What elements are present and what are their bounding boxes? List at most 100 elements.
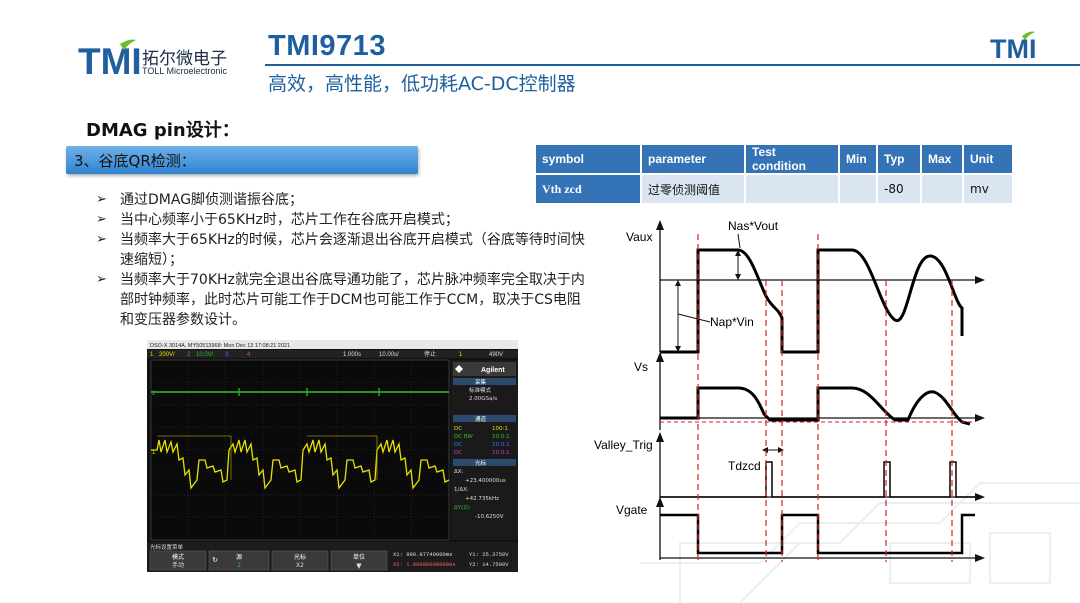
waveform-vs: [660, 386, 971, 426]
logo-mark-text: TMI: [78, 41, 140, 78]
bullet-item: ➢ 当中心频率小于65KHz时，芯片工作在谷底开启模式；: [96, 210, 586, 230]
scope-delta-y-value: -10.6250V: [475, 514, 504, 520]
scope-time-pos: 1.000s: [343, 352, 361, 358]
scope-trig-ch: 1: [459, 352, 463, 358]
scope-ch2-coupling: DC BW: [454, 434, 473, 440]
scope-acq-rate: 2.00GSa/s: [469, 396, 497, 402]
scope-readout-x1: X1: 999.97740000ms: [393, 551, 452, 558]
bullet-arrow-icon: ➢: [96, 212, 107, 227]
softkey-source-label: 源: [236, 553, 242, 561]
label-tdzcd: Tdzcd: [728, 459, 761, 473]
softkey-units[interactable]: [330, 550, 388, 571]
label-nas-vout: Nas*Vout: [728, 219, 779, 233]
softkey-units-label: 单位: [353, 553, 365, 561]
bullet-text: 当频率大于65KHz的时候，芯片会逐渐退出谷底开启模式（谷底等待时间快速缩短）；: [120, 232, 585, 268]
softkey-source-value: 2: [237, 562, 241, 569]
background-circuit-pattern: [640, 482, 1080, 603]
page-subtitle: 高效，高性能，低功耗AC-DC控制器: [268, 73, 576, 95]
bullet-arrow-icon: ➢: [96, 232, 107, 247]
table-header-cell: symbol: [534, 143, 642, 175]
scope-ch3-num: 3: [225, 352, 229, 358]
oscilloscope-screenshot: DSO-X 3014A, MY50513968: Mon Dec 13 17:0…: [147, 340, 518, 572]
corner-logo-text: TMI: [990, 34, 1036, 62]
softkey-mode-value: 手动: [172, 561, 184, 569]
waveform-valley-trig: [660, 461, 975, 498]
table-header-cell: Typ: [876, 143, 922, 175]
softkey-units-arrow-icon: ▼: [356, 562, 362, 570]
scope-ch4-probe: 10.0:1: [492, 450, 510, 456]
table-header-cell: Min: [838, 143, 878, 175]
table-header-row: symbol parameter Test condition Min Typ …: [534, 143, 1014, 175]
scope-acq-title: 采集: [475, 378, 487, 386]
bullet-arrow-icon: ➢: [96, 272, 107, 287]
scope-readout-y2: Y2: 14.7500V: [469, 561, 509, 568]
scope-inv-delta-x-value: +42.735kHz: [465, 496, 499, 502]
scope-delta-x-value: +23.400000us: [465, 478, 506, 484]
rotate-knob-icon: ↻: [212, 556, 218, 564]
scope-run-state: 停止: [424, 350, 436, 358]
table-header-cell: Test condition: [744, 143, 840, 175]
label-valley-trig: Valley_Trig: [594, 438, 653, 452]
softkey-mode[interactable]: [149, 550, 207, 571]
scope-ch1-probe: 100:1: [492, 426, 508, 432]
scope-softkey-title: 光标设置菜单: [150, 543, 184, 551]
scope-inv-delta-x-label: 1/ΔX:: [454, 487, 469, 493]
table-cell-max: [920, 173, 964, 205]
section-title: DMAG pin设计：: [86, 120, 240, 141]
bullet-text: 当频率大于70KHz就完全退出谷底导通功能了，芯片脉冲频率完全取决于内部时钟频率…: [120, 272, 585, 328]
subsection-banner: 3、谷底QR检测：: [66, 146, 418, 174]
table-cell-condition: [744, 173, 840, 205]
table-header-cell: Max: [920, 143, 964, 175]
label-vaux: Vaux: [626, 230, 652, 244]
scope-chan-title: 通道: [475, 415, 487, 423]
svg-text:2: 2: [152, 391, 156, 397]
scope-display: DSO-X 3014A, MY50513968: Mon Dec 13 17:0…: [147, 340, 518, 572]
scope-delta-y-label: ΔY(2):: [454, 505, 471, 511]
scope-ch3-probe: 10.0:1: [492, 442, 510, 448]
scope-delta-x-label: ΔX:: [454, 469, 464, 475]
label-vs: Vs: [634, 360, 648, 374]
page-title: TMI9713: [268, 30, 386, 62]
scope-ch4-num: 4: [247, 352, 251, 358]
scope-readout-x2: X2: 1.000000000000s: [393, 561, 456, 568]
scope-cursor-title: 光标: [475, 459, 487, 467]
parameter-table: symbol parameter Test condition Min Typ …: [534, 143, 1014, 205]
bullet-arrow-icon: ➢: [96, 192, 107, 207]
bullet-item: ➢ 当频率大于65KHz的时候，芯片会逐渐退出谷底开启模式（谷底等待时间快速缩短）…: [96, 230, 586, 270]
logo-company-en: TOLL Microelectronic: [142, 66, 228, 76]
softkey-cursor-label: 光标: [294, 553, 306, 561]
table-cell-parameter: 过零侦测阈值: [640, 173, 746, 205]
scope-time-scale: 10.00s/: [379, 352, 399, 358]
agilent-logo-icon: [455, 365, 463, 373]
waveform-vaux: [660, 248, 964, 354]
label-nap-vin: Nap*Vin: [710, 315, 754, 329]
table-cell-unit: mv: [962, 173, 1014, 205]
scope-ch1-scale: 200V/: [159, 352, 175, 358]
timing-diagram: Vaux Nas*Vout Nap*Vin Vs Valley_Trig Tdz…: [594, 219, 985, 562]
table-cell-min: [838, 173, 878, 205]
scope-acq-mode: 标准模式: [469, 386, 492, 394]
bullet-text: 当中心频率小于65KHz时，芯片工作在谷底开启模式；: [120, 212, 459, 228]
softkey-cursor-value: X2: [296, 562, 304, 569]
scope-ch2-scale: 10.0V/: [196, 352, 214, 358]
table-cell-symbol: Vth zcd: [534, 173, 642, 205]
bullet-item: ➢ 通过DMAG脚侦测谐振谷底；: [96, 190, 586, 210]
svg-text:1: 1: [152, 450, 156, 456]
scope-ch2-num: 2: [187, 352, 191, 358]
bullet-text: 通过DMAG脚侦测谐振谷底；: [120, 192, 304, 208]
scope-header-text: DSO-X 3014A, MY50513968: Mon Dec 13 17:0…: [150, 343, 290, 349]
title-divider: [265, 64, 1080, 66]
table-header-cell: parameter: [640, 143, 746, 175]
table-cell-typ: -80: [876, 173, 922, 205]
logo-company-cn: 拓尔微电子: [142, 49, 227, 69]
scope-ch3-coupling: DC: [454, 442, 462, 448]
company-logo: TMI 拓尔微电子 TOLL Microelectronic: [78, 38, 238, 80]
scope-ch4-coupling: DC: [454, 450, 462, 456]
table-row: Vth zcd 过零侦测阈值 -80 mv: [534, 173, 1014, 205]
softkey-source[interactable]: [208, 550, 270, 571]
bullet-list: ➢ 通过DMAG脚侦测谐振谷底； ➢ 当中心频率小于65KHz时，芯片工作在谷底开启…: [96, 190, 586, 330]
scope-readout-y1: Y1: 25.3750V: [469, 551, 509, 558]
scope-brand: Agilent: [481, 367, 505, 374]
softkey-cursor[interactable]: [271, 550, 329, 571]
tmi-logo-mark: TMI: [78, 39, 140, 78]
